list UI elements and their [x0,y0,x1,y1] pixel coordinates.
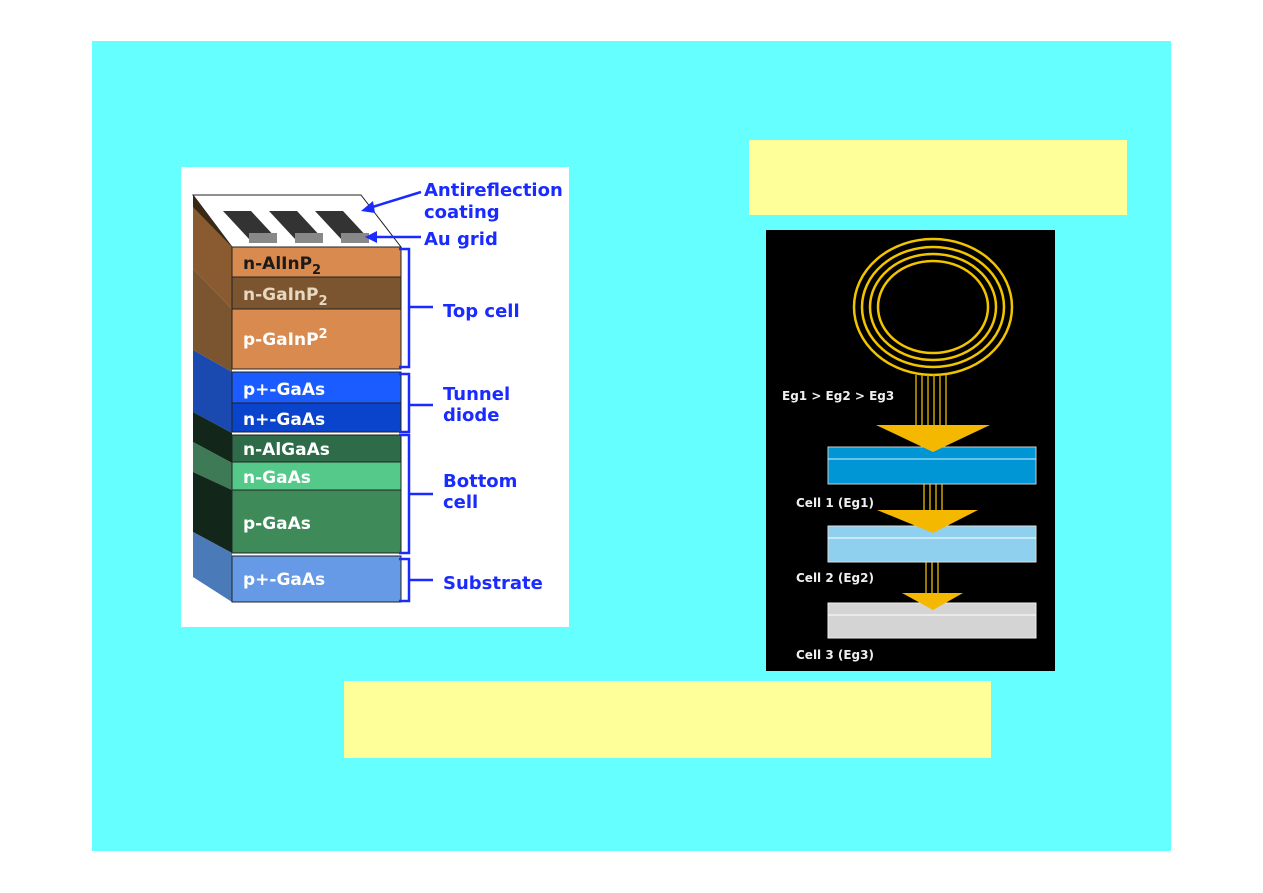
layer-stack [231,246,402,603]
sun-rings-icon [852,237,1014,377]
arrow-down-icon [877,510,978,533]
arrow-down-icon [876,425,990,452]
layer-label: p-GaInP2 [243,327,328,350]
tunnel-label: Tunnel [443,384,510,405]
multijunction-layer-diagram: n-AlInP2 n-GaInP2 p-GaInP2 p+-GaAs n+-Ga… [181,167,569,627]
au-grid-label: Au grid [424,229,498,250]
coating-label: coating [424,202,500,223]
group-brackets [365,190,433,603]
top-cell-label: Top cell [443,301,520,322]
spectrum-splitting-diagram: Eg1 > Eg2 > Eg3 Cell 1 (Eg1) Cell 2 (Eg2… [766,230,1055,671]
au-grid-fingers [223,211,369,243]
arrow-icon [365,231,377,243]
cell-1-label: Cell 1 (Eg1) [796,496,874,510]
layer-label: p+-GaAs [243,570,325,590]
layer-label: n-GaAs [243,468,311,488]
antireflection-label: Antireflection [424,180,563,201]
layer-label: p+-GaAs [243,380,325,400]
substrate-label: Substrate [443,573,543,594]
stack-side-face [193,207,232,602]
arrow-down-icon [902,593,963,610]
cell-1-layer [827,446,1037,485]
bandgap-relation-label: Eg1 > Eg2 > Eg3 [782,389,894,403]
arrow-icon [361,201,375,213]
cell-label: cell [443,492,478,513]
caption-note-box [344,681,991,758]
layer-label: n+-GaAs [243,410,325,430]
layer-label: p-GaAs [243,514,311,534]
cell-2-label: Cell 2 (Eg2) [796,571,874,585]
diode-label: diode [443,405,500,426]
bottom-label: Bottom [443,471,517,492]
layer-label: n-GaInP2 [243,285,328,309]
layer-label: n-AlInP2 [243,254,321,278]
cell-3-label: Cell 3 (Eg3) [796,648,874,662]
title-note-box [749,140,1127,215]
layer-label: n-AlGaAs [243,440,330,460]
